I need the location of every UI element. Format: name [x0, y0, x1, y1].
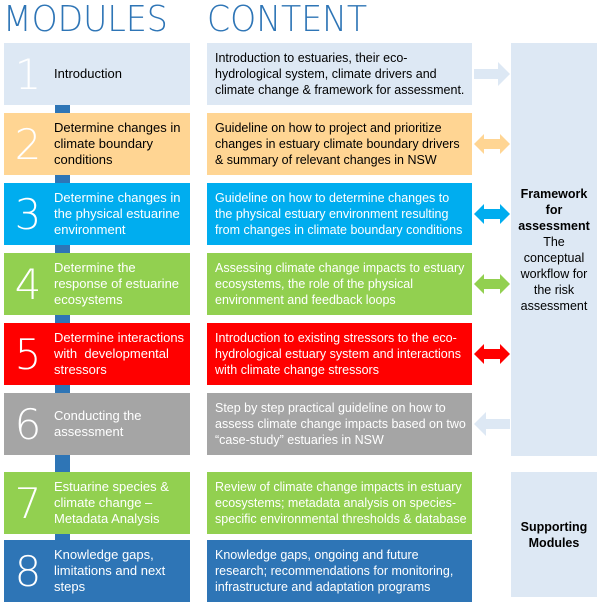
connector: [55, 533, 70, 541]
framework-panel: Framework for assessment The conceptual …: [511, 43, 597, 456]
module-3-content: Guideline on how to determine changes to…: [207, 183, 472, 245]
modules-header: MODULES: [3, 0, 168, 40]
module-2-content: Guideline on how to project and prioriti…: [207, 113, 472, 175]
double-arrow-icon: [474, 132, 510, 156]
content-header: CONTENT: [207, 0, 368, 40]
module-number: 1: [14, 49, 42, 99]
module-7-box: 7 Estuarine species & climate change – M…: [4, 472, 190, 534]
module-2-box: 2 Determine changes in climate boundary …: [4, 113, 190, 175]
module-number: 2: [14, 119, 42, 169]
module-4-box: 4 Determine the response of estuarine ec…: [4, 253, 190, 315]
module-title: Estuarine species & climate change – Met…: [54, 479, 169, 526]
double-arrow-icon: [474, 272, 510, 296]
module-number: 8: [14, 546, 42, 596]
supporting-title: Supporting Modules: [520, 519, 588, 550]
module-6-content: Step by step practical guideline on how …: [207, 393, 472, 455]
module-number: 3: [14, 189, 42, 239]
module-7-content: Review of climate change impacts in estu…: [207, 472, 472, 534]
framework-title: Framework for assessment: [518, 186, 590, 233]
framework-subtitle: The conceptual workflow for the risk ass…: [520, 234, 588, 313]
module-title: Conducting the assessment: [54, 408, 142, 439]
module-4-content: Assessing climate change impacts to estu…: [207, 253, 472, 315]
module-1-box: 1 Introduction: [4, 43, 190, 105]
module-title: Determine the response of estuarine ecos…: [54, 260, 180, 307]
module-6-box: 6 Conducting the assessment: [4, 393, 190, 455]
module-title: Determine changes in climate boundary co…: [54, 120, 181, 167]
arrow-right-icon: [474, 62, 510, 86]
module-5-content: Introduction to existing stressors to th…: [207, 323, 472, 385]
double-arrow-icon: [474, 202, 510, 226]
connector: [55, 453, 70, 473]
double-arrow-icon: [474, 342, 510, 366]
module-8-content: Knowledge gaps, ongoing and future resea…: [207, 540, 472, 602]
module-1-content: Introduction to estuaries, their eco-hyd…: [207, 43, 472, 105]
module-title: Knowledge gaps, limitations and next ste…: [54, 547, 166, 594]
arrow-left-icon: [474, 412, 510, 436]
module-5-box: 5 Determine interactions with developmen…: [4, 323, 190, 385]
supporting-panel: Supporting Modules: [511, 472, 597, 597]
connector: [55, 385, 70, 393]
connector: [55, 245, 70, 253]
module-8-box: 8 Knowledge gaps, limitations and next s…: [4, 540, 190, 602]
connector: [55, 105, 70, 113]
module-number: 7: [14, 478, 42, 528]
connector: [55, 175, 70, 183]
module-number: 5: [14, 329, 42, 379]
module-title: Determine changes in the physical estuar…: [54, 190, 181, 237]
module-number: 6: [14, 399, 42, 449]
module-number: 4: [14, 259, 42, 309]
connector: [55, 315, 70, 323]
module-3-box: 3 Determine changes in the physical estu…: [4, 183, 190, 245]
module-title: Introduction: [54, 66, 122, 81]
module-title: Determine interactions with developmenta…: [54, 330, 188, 377]
